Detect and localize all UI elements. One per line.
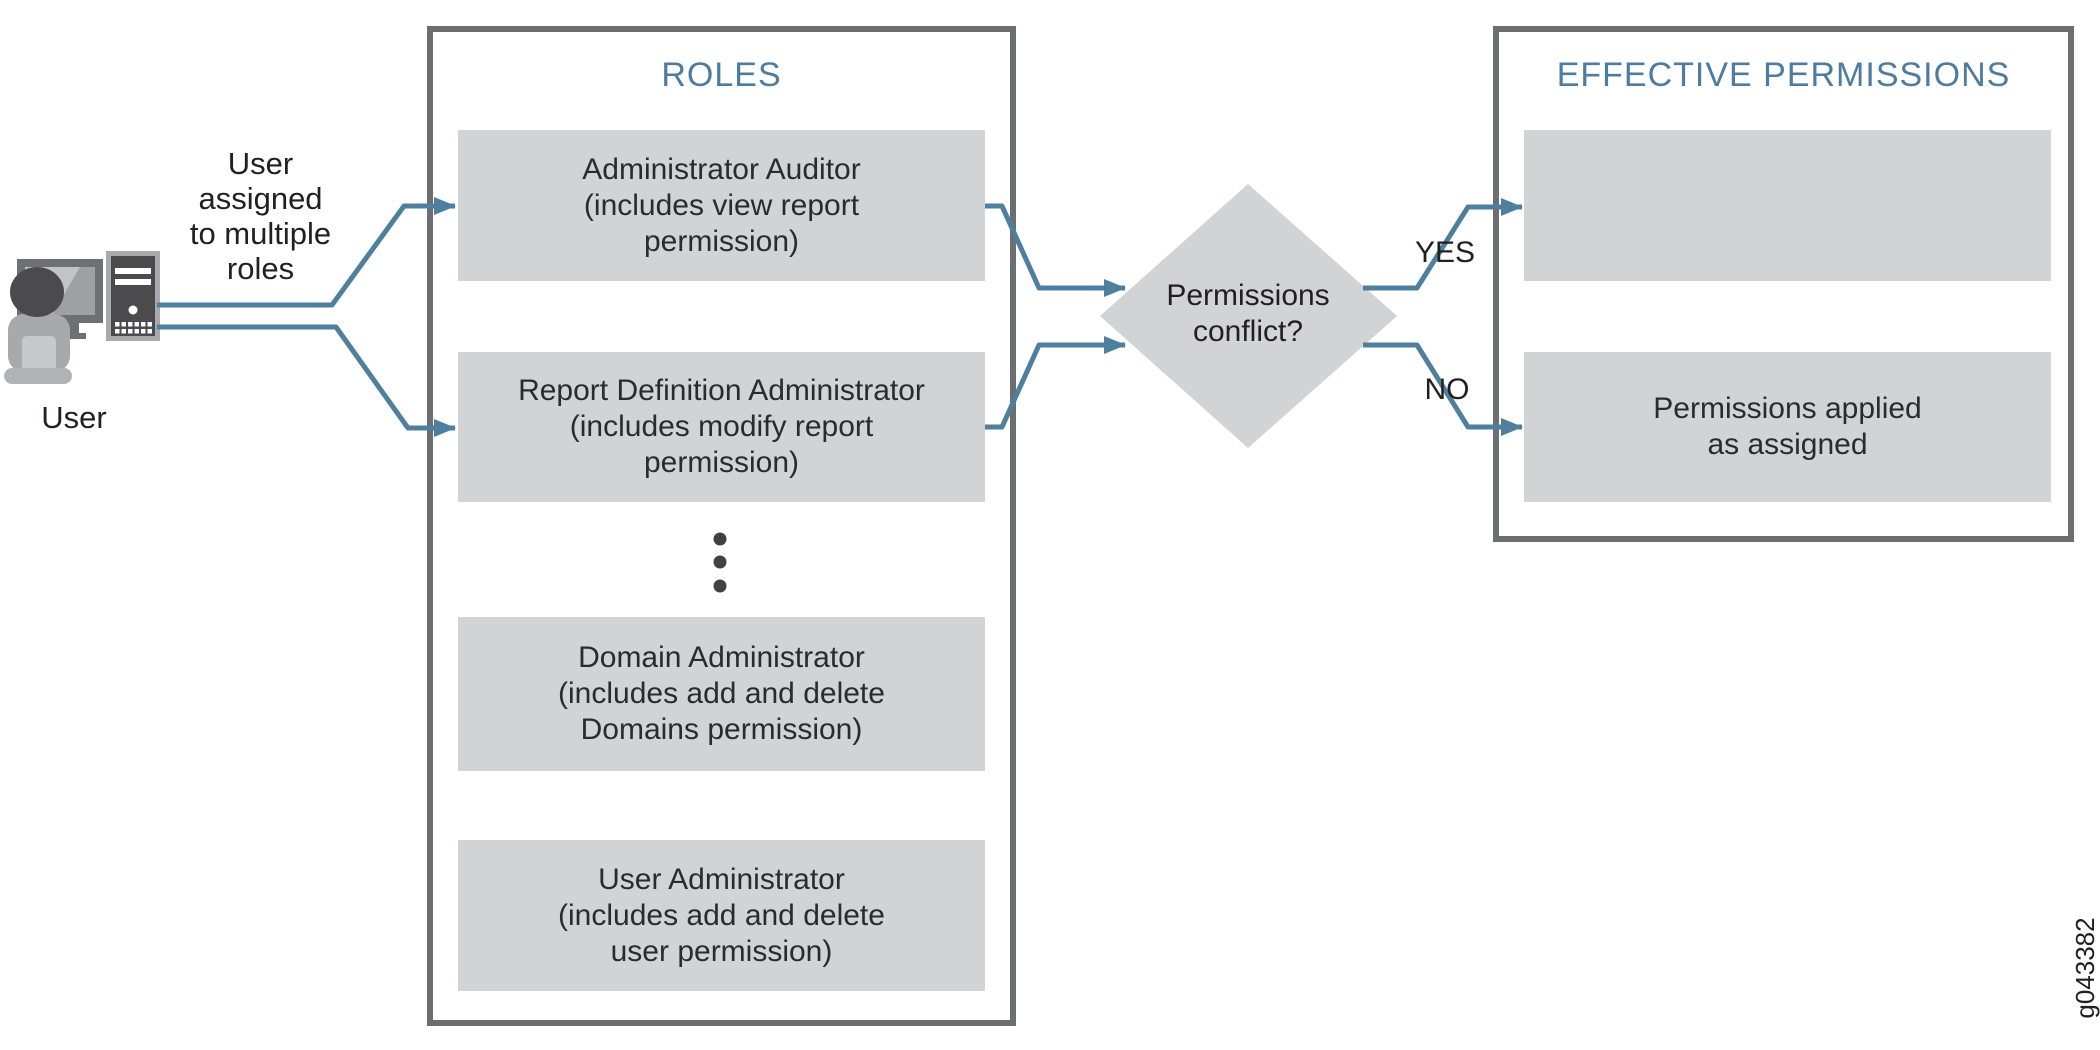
yes-label: YES [1414, 236, 1476, 269]
role-box-report-definition-administrator: Report Definition Administrator(includes… [458, 352, 985, 502]
figure-id: g043382 [2070, 917, 2100, 1019]
arrow-user-to-report-def-admin [157, 324, 456, 437]
effective-permissions-panel-title: EFFECTIVE PERMISSIONS [1556, 56, 2011, 94]
roles-panel-title: ROLES [661, 56, 782, 94]
no-label: NO [1424, 373, 1470, 406]
role-box-user-administrator: User Administrator(includes add and dele… [458, 840, 985, 991]
effective-permissions-empty-box [1524, 130, 2051, 281]
role-box-administrator-auditor: Administrator Auditor(includes view repo… [458, 130, 985, 281]
user-at-computer-icon [4, 251, 160, 384]
user-label: User [41, 400, 107, 435]
role-box-domain-administrator: Domain Administrator(includes add and de… [458, 617, 985, 771]
roles-panel [427, 26, 1016, 1026]
